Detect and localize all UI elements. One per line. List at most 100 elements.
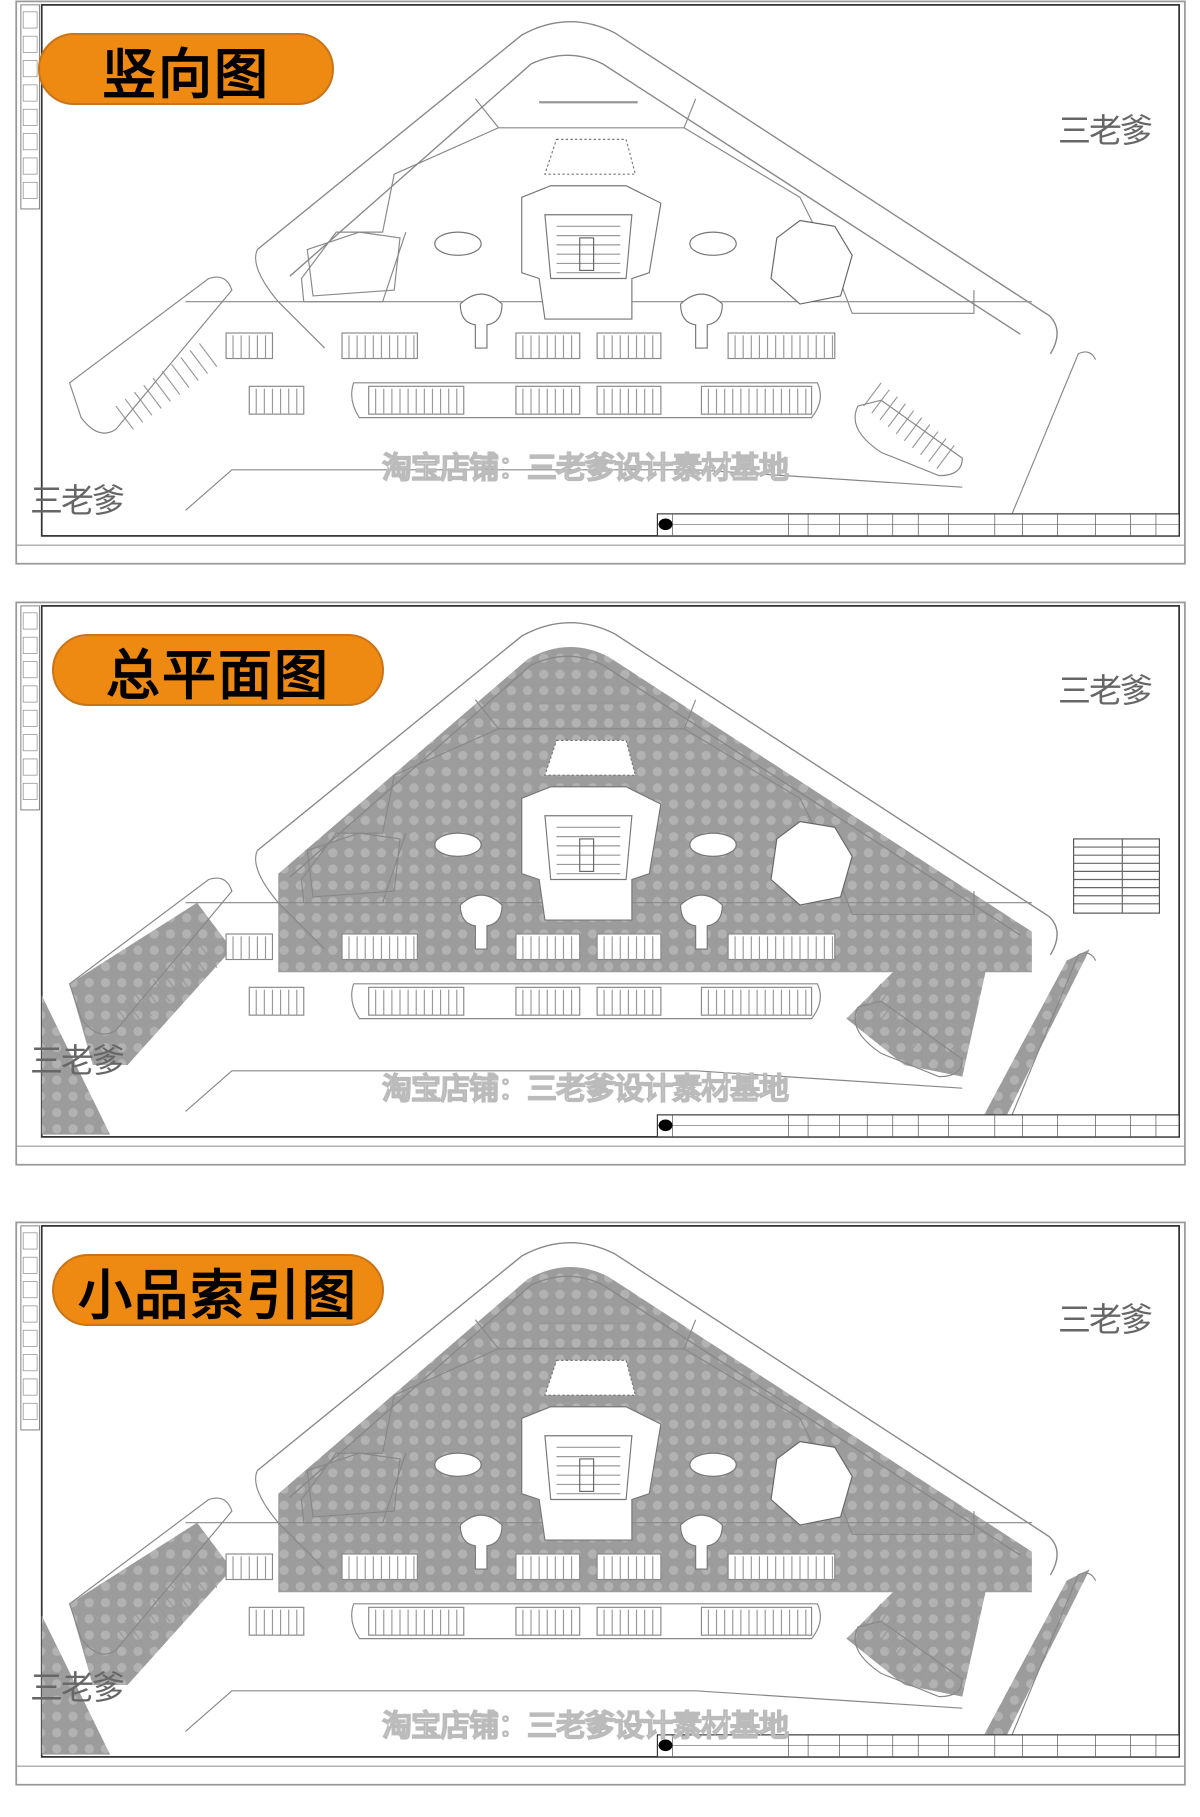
entry-feature [544, 138, 637, 175]
diagonal-stall-left [161, 370, 181, 395]
margin-box [22, 782, 38, 800]
diagonal-stall-right [912, 424, 931, 449]
node-plaza [689, 1452, 737, 1477]
right-parking-bay [854, 399, 963, 477]
entry-feature [544, 1359, 637, 1396]
diagonal-stall-left [171, 1584, 190, 1609]
company-logo [658, 1119, 673, 1132]
diagonal-stall-left [115, 405, 134, 430]
diagonal-stall-left [143, 1605, 162, 1630]
left-garden [306, 231, 401, 297]
key-shaped-plaza [679, 1514, 723, 1570]
node-plaza [689, 231, 737, 256]
margin-box [22, 84, 38, 102]
site-plan-drawing [15, 601, 1186, 1166]
legend-table [1073, 838, 1160, 914]
margin-box [22, 1305, 38, 1323]
road-inner-edge [289, 54, 1021, 335]
diagonal-stall-left [189, 1571, 208, 1595]
road-outer-edge [256, 1241, 1058, 1576]
central-stage [544, 214, 633, 280]
panel-label: 总平面图 [52, 634, 384, 707]
diagonal-stall-right [887, 1004, 906, 1029]
right-road-edge [1008, 952, 1097, 1124]
road-outer-edge [256, 20, 1058, 355]
diagonal-stall-left [124, 398, 144, 423]
diagonal-stall-right [887, 403, 906, 428]
lower-road-edge [185, 1070, 963, 1112]
diagonal-stall-left [134, 391, 153, 416]
panel-label: 竖向图 [38, 33, 334, 106]
monument [579, 838, 595, 872]
central-plaza [521, 786, 662, 921]
lower-road-edge [185, 469, 963, 511]
parking-island [351, 983, 821, 1020]
drawing-frame [40, 605, 1180, 1138]
key-shaped-plaza [459, 894, 503, 950]
key-shaped-plaza [679, 894, 723, 950]
signature-right: 三老爹 [1058, 1300, 1153, 1339]
parking-row-bottom [515, 1606, 581, 1636]
margin-box [22, 636, 38, 654]
diagonal-stall-left [143, 384, 162, 409]
diagonal-stall-right [879, 396, 898, 421]
parking-island [351, 1603, 821, 1640]
parking-row-top [341, 933, 418, 961]
diagonal-stall-right [928, 1039, 947, 1064]
diagonal-stall-right [920, 431, 939, 456]
margin-box [22, 612, 38, 630]
margin-box [22, 1402, 38, 1420]
diagonal-stall-right [895, 410, 915, 435]
margin-box [22, 181, 38, 199]
diagonal-stall-left [115, 1626, 134, 1651]
margin-box [22, 11, 38, 29]
diagonal-stall-left [198, 343, 218, 367]
parking-row-bottom [248, 385, 305, 415]
node-plaza [434, 1452, 482, 1477]
drawing-frame [40, 1225, 1180, 1758]
diagonal-stall-right [871, 389, 890, 414]
margin-box [22, 133, 38, 151]
diagonal-stall-right [920, 1652, 939, 1677]
margin-box [22, 709, 38, 727]
left-garden [306, 832, 401, 898]
diagonal-stall-right [895, 1011, 915, 1036]
watermark: 淘宝店铺：三老爹设计素材基地 [381, 450, 789, 486]
margin-box [22, 60, 38, 78]
diagonal-stall-right [903, 417, 923, 442]
margin-box [22, 1354, 38, 1372]
paving-area-left [69, 902, 232, 1066]
diagonal-stall-left [171, 964, 190, 989]
parking-row-top [515, 332, 581, 360]
diagonal-stall-right [936, 1046, 955, 1070]
margin-box [22, 1281, 38, 1299]
left-parking-bay [68, 1497, 233, 1655]
parking-row-top [341, 332, 418, 360]
margin-box [22, 734, 38, 752]
company-logo [658, 1739, 673, 1752]
diagonal-stall-left [180, 357, 199, 381]
diagonal-stall-right [936, 1666, 955, 1690]
paving-area-right [846, 949, 986, 1077]
diagonal-stall-right [863, 983, 882, 1008]
node-plaza [434, 832, 482, 857]
diagonal-stall-right [863, 382, 882, 407]
margin-box [22, 35, 38, 53]
company-logo [658, 518, 673, 531]
monument [579, 237, 595, 271]
left-parking-bay [68, 276, 233, 434]
road-inner-edge [289, 655, 1021, 936]
diagonal-stall-left [115, 1006, 134, 1031]
parking-row-top [727, 933, 836, 961]
diagonal-stall-right [903, 1018, 923, 1043]
margin-box [22, 157, 38, 175]
parking-row-top [727, 332, 836, 360]
diagonal-stall-left [124, 1619, 144, 1644]
diagonal-stall-left [161, 1591, 181, 1616]
margin-box [22, 685, 38, 703]
central-stage [544, 815, 633, 881]
diagonal-stall-right [895, 1631, 915, 1656]
key-shaped-plaza [679, 293, 723, 349]
panel-label: 小品索引图 [52, 1254, 384, 1327]
drawing-frame [40, 4, 1180, 537]
